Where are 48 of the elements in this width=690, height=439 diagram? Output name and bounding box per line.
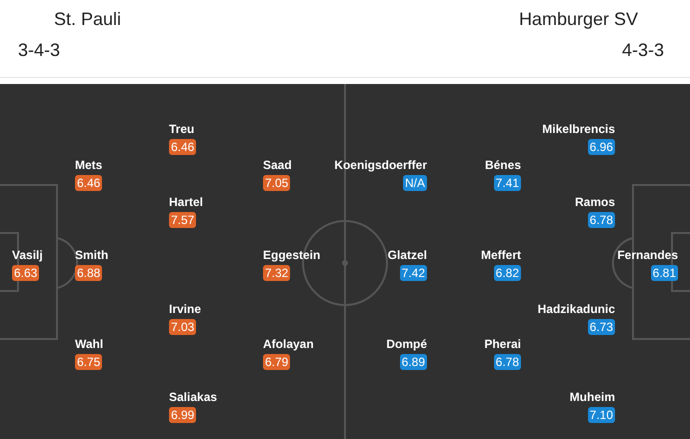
rating-badge: 7.42 — [400, 265, 427, 281]
rating-badge: 6.89 — [400, 354, 427, 370]
player-name: Wahl — [75, 337, 104, 352]
player-name: Saliakas — [169, 390, 218, 405]
player-name: Muheim — [570, 390, 615, 405]
player-name: Meffert — [480, 248, 521, 263]
rating-badge: 7.05 — [263, 175, 290, 191]
formation-text: 4-3-3 — [622, 39, 664, 61]
rating-badge: 7.03 — [169, 319, 196, 335]
player-name: Hadzikadunic — [538, 302, 615, 317]
rating-badge: 7.10 — [588, 407, 615, 423]
player-name: Glatzel — [388, 248, 427, 263]
rating-badge: 6.79 — [263, 354, 290, 370]
player-name: Fernandes — [617, 248, 678, 263]
rating-badge: 6.96 — [588, 139, 615, 155]
rating-badge: 6.63 — [12, 265, 40, 281]
rating-badge: 6.99 — [169, 407, 196, 423]
player-name: Dompé — [386, 337, 427, 352]
player-name: Treu — [169, 122, 194, 137]
team-name: Hamburger SV — [518, 8, 638, 30]
rating-badge: 6.82 — [494, 265, 521, 281]
player-name: Ramos — [574, 195, 615, 210]
player-name: Eggestein — [263, 248, 320, 263]
rating-badge: 6.46 — [75, 175, 102, 191]
rating-badge: 7.41 — [494, 175, 521, 191]
rating-badge: 6.46 — [169, 139, 196, 155]
player-name: Pherai — [484, 337, 521, 352]
player-name: Smith — [75, 248, 108, 263]
rating-badge: 6.73 — [588, 319, 615, 335]
player-name: Mets — [75, 158, 102, 173]
team-name: St. Pauli — [54, 8, 122, 30]
rating-badge: 6.75 — [75, 354, 102, 370]
player-name: Irvine — [169, 302, 202, 317]
rating-badge: 6.78 — [588, 212, 615, 228]
rating-badge: 7.57 — [169, 212, 196, 228]
rating-badge: 6.88 — [75, 265, 102, 281]
rating-badge: 6.81 — [650, 265, 678, 281]
rating-badge: N/A — [402, 175, 427, 191]
player-name: Hartel — [169, 195, 204, 210]
rating-badge: 7.32 — [263, 265, 290, 281]
player-name: Mikelbrencis — [542, 122, 615, 137]
player-name: Afolayan — [263, 337, 314, 352]
formation-text: 3-4-3 — [18, 39, 60, 61]
player-name: Saad — [263, 158, 292, 173]
player-name: Koenigsdoerffer — [334, 158, 427, 173]
player-name: Vasilj — [12, 248, 43, 263]
player-name: Bénes — [484, 158, 521, 173]
rating-badge: 6.78 — [494, 354, 521, 370]
